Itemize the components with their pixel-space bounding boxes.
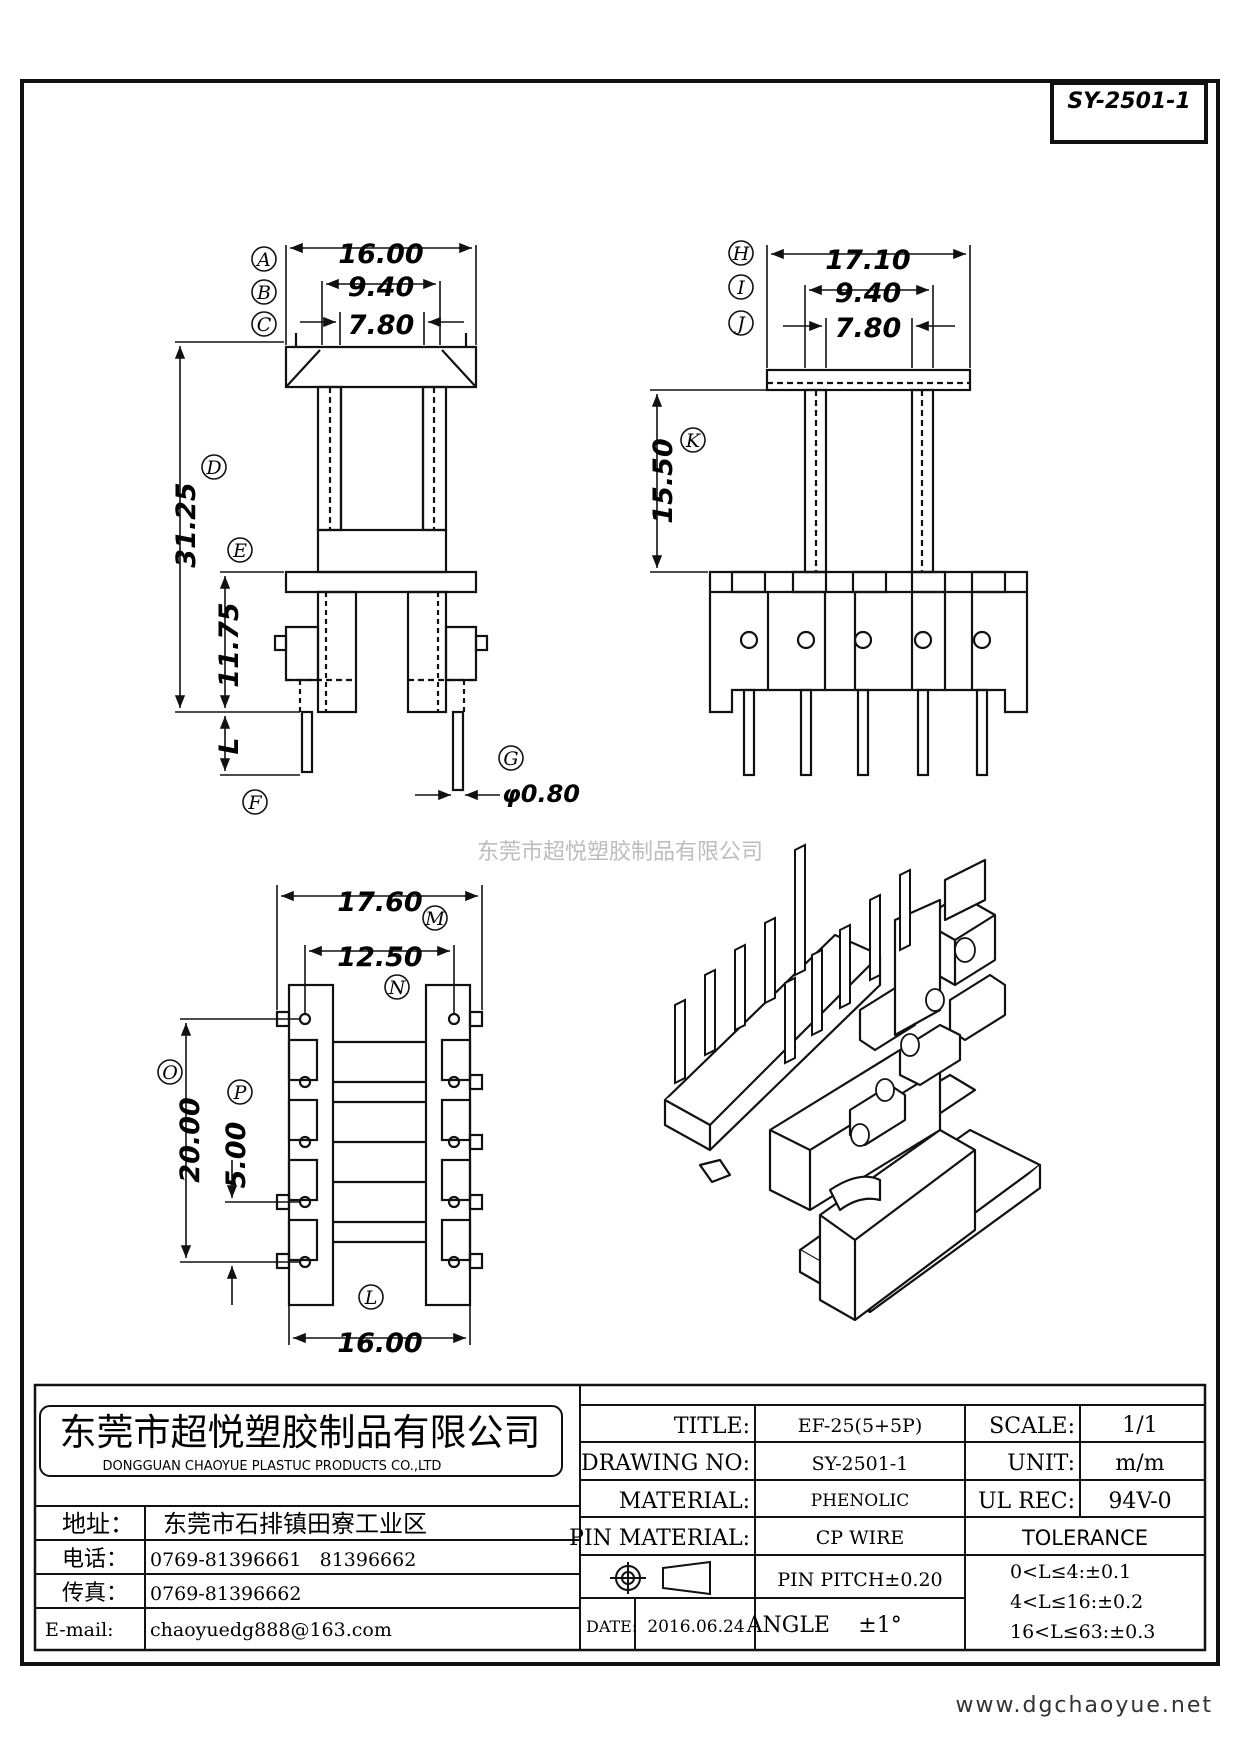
- callout-m: M: [424, 908, 445, 930]
- projection-symbol: [610, 1560, 711, 1596]
- address-label: 地址：: [62, 1510, 134, 1538]
- isometric-holes: [850, 937, 976, 1147]
- email-label: E-mail:: [45, 1619, 114, 1641]
- ul-rec-value: 94V-0: [1108, 1489, 1171, 1514]
- company-name-en: DONGGUAN CHAOYUE PLASTUC PRODUCTS CO.,LT…: [103, 1459, 442, 1474]
- drawing-code: SY-2501-1: [1067, 89, 1190, 114]
- dim-k-value: 15.50: [648, 438, 679, 523]
- dim-n-value: 12.50: [337, 942, 422, 973]
- phone-value: 0769-81396661 81396662: [150, 1549, 416, 1571]
- dim-o-value: 20.00: [175, 1097, 206, 1182]
- dim-pin-value: φ0.80: [502, 780, 580, 808]
- callout-e: E: [232, 540, 247, 562]
- title-block-text: 东莞市超悦塑胶制品有限公司 DONGGUAN CHAOYUE PLASTUC P…: [45, 1411, 1172, 1643]
- angle-value: ±1°: [858, 1613, 901, 1638]
- callout-i: I: [736, 277, 745, 299]
- dim-m-value: 17.60: [337, 887, 422, 918]
- callout-p: P: [233, 1082, 248, 1104]
- side-view: [708, 368, 1029, 777]
- date-value: 2016.06.24: [647, 1617, 744, 1637]
- dim-j-value: 7.80: [835, 313, 902, 344]
- side-view-callout-letters: H I J K: [685, 243, 750, 452]
- phone-label: 电话：: [62, 1547, 128, 1572]
- dim-p-value: 5.00: [221, 1122, 252, 1189]
- callout-n: N: [388, 977, 407, 999]
- isometric-view: [663, 858, 1042, 1322]
- watermark: 东莞市超悦塑胶制品有限公司: [477, 840, 763, 865]
- title-value: EF-25(5+5P): [798, 1415, 923, 1437]
- callout-d: D: [205, 457, 221, 479]
- scale-label: SCALE:: [989, 1414, 1075, 1439]
- tolerance-row-1: 0<L≤4:±0.1: [1010, 1561, 1131, 1583]
- callout-k: K: [685, 430, 702, 452]
- dim-d-value: 31.25: [171, 482, 202, 567]
- bottom-view-callouts: [157, 905, 448, 1310]
- dim-h-value: 17.10: [825, 245, 910, 276]
- address-value: 东莞市石排镇田寮工业区: [163, 1510, 427, 1538]
- side-view-dimensions: [650, 245, 971, 573]
- material-label: MATERIAL:: [619, 1489, 750, 1514]
- dim-e-value: 11.75: [214, 602, 245, 687]
- dim-i-value: 9.40: [835, 278, 902, 309]
- front-view-callout-letters: A B C D E F G L: [205, 249, 518, 814]
- bottom-view-dimensions: [180, 885, 483, 1345]
- pin-material-value: CP WIRE: [816, 1527, 905, 1549]
- fax-value: 0769-81396662: [150, 1583, 301, 1605]
- callout-g: G: [503, 748, 518, 770]
- pin-pitch: PIN PITCH±0.20: [777, 1569, 942, 1591]
- material-value: PHENOLIC: [811, 1491, 910, 1511]
- unit-label: UNIT:: [1007, 1451, 1075, 1476]
- dim-l-value: 16.00: [337, 1328, 422, 1359]
- front-view: [273, 333, 489, 792]
- callout-f: F: [247, 792, 262, 814]
- sheet-border: [20, 79, 1220, 1666]
- tolerance-label: TOLERANCE: [1021, 1526, 1148, 1550]
- drawing-code-box: SY-2501-1: [1050, 81, 1208, 144]
- dim-b-value: 9.40: [348, 272, 415, 303]
- side-view-dimension-text: 17.10 9.40 7.80 15.50: [648, 245, 911, 524]
- ul-rec-label: UL REC:: [978, 1489, 1075, 1514]
- bottom-view-dimension-text: 17.60 12.50 20.00 5.00 16.00: [175, 887, 423, 1359]
- dim-a-value: 16.00: [338, 239, 423, 270]
- scale-value: 1/1: [1122, 1413, 1157, 1438]
- callout-b: B: [256, 282, 271, 304]
- dim-c-value: 7.80: [348, 310, 415, 341]
- drawing-no-value: SY-2501-1: [812, 1453, 909, 1475]
- angle-label: ANGLE: [746, 1613, 830, 1638]
- callout-j: J: [733, 313, 746, 335]
- date-label: DATE:: [586, 1617, 637, 1636]
- isometric-pins: [674, 843, 911, 1085]
- website: www.dgchaoyue.net: [956, 1693, 1213, 1718]
- bottom-view-callout-letters: M N O P L: [162, 908, 445, 1309]
- fax-label: 传真：: [62, 1581, 128, 1606]
- front-view-dimension-text: 16.00 9.40 7.80 31.25 11.75 φ0.80: [171, 239, 580, 808]
- unit-value: m/m: [1115, 1451, 1164, 1476]
- bottom-view: [275, 983, 484, 1307]
- email-value: chaoyuedg888@163.com: [150, 1619, 392, 1641]
- callout-h: H: [732, 243, 750, 265]
- title-block: [33, 1383, 1207, 1652]
- company-name-cn: 东莞市超悦塑胶制品有限公司: [60, 1411, 541, 1454]
- dim-l-front: L: [214, 737, 245, 754]
- callout-a: A: [255, 249, 271, 271]
- callout-o: O: [162, 1062, 178, 1084]
- pin-material-label: PIN MATERIAL:: [569, 1526, 750, 1551]
- front-view-callouts: [201, 246, 524, 815]
- tolerance-row-2: 4<L≤16:±0.2: [1010, 1591, 1143, 1613]
- callout-l: L: [364, 1287, 378, 1309]
- drawing-no-label: DRAWING NO:: [581, 1451, 750, 1476]
- front-view-dimensions: [174, 242, 500, 801]
- callout-c: C: [257, 314, 272, 336]
- tolerance-row-3: 16<L≤63:±0.3: [1010, 1621, 1155, 1643]
- side-view-callouts: [680, 240, 754, 453]
- title-label: TITLE:: [674, 1414, 750, 1439]
